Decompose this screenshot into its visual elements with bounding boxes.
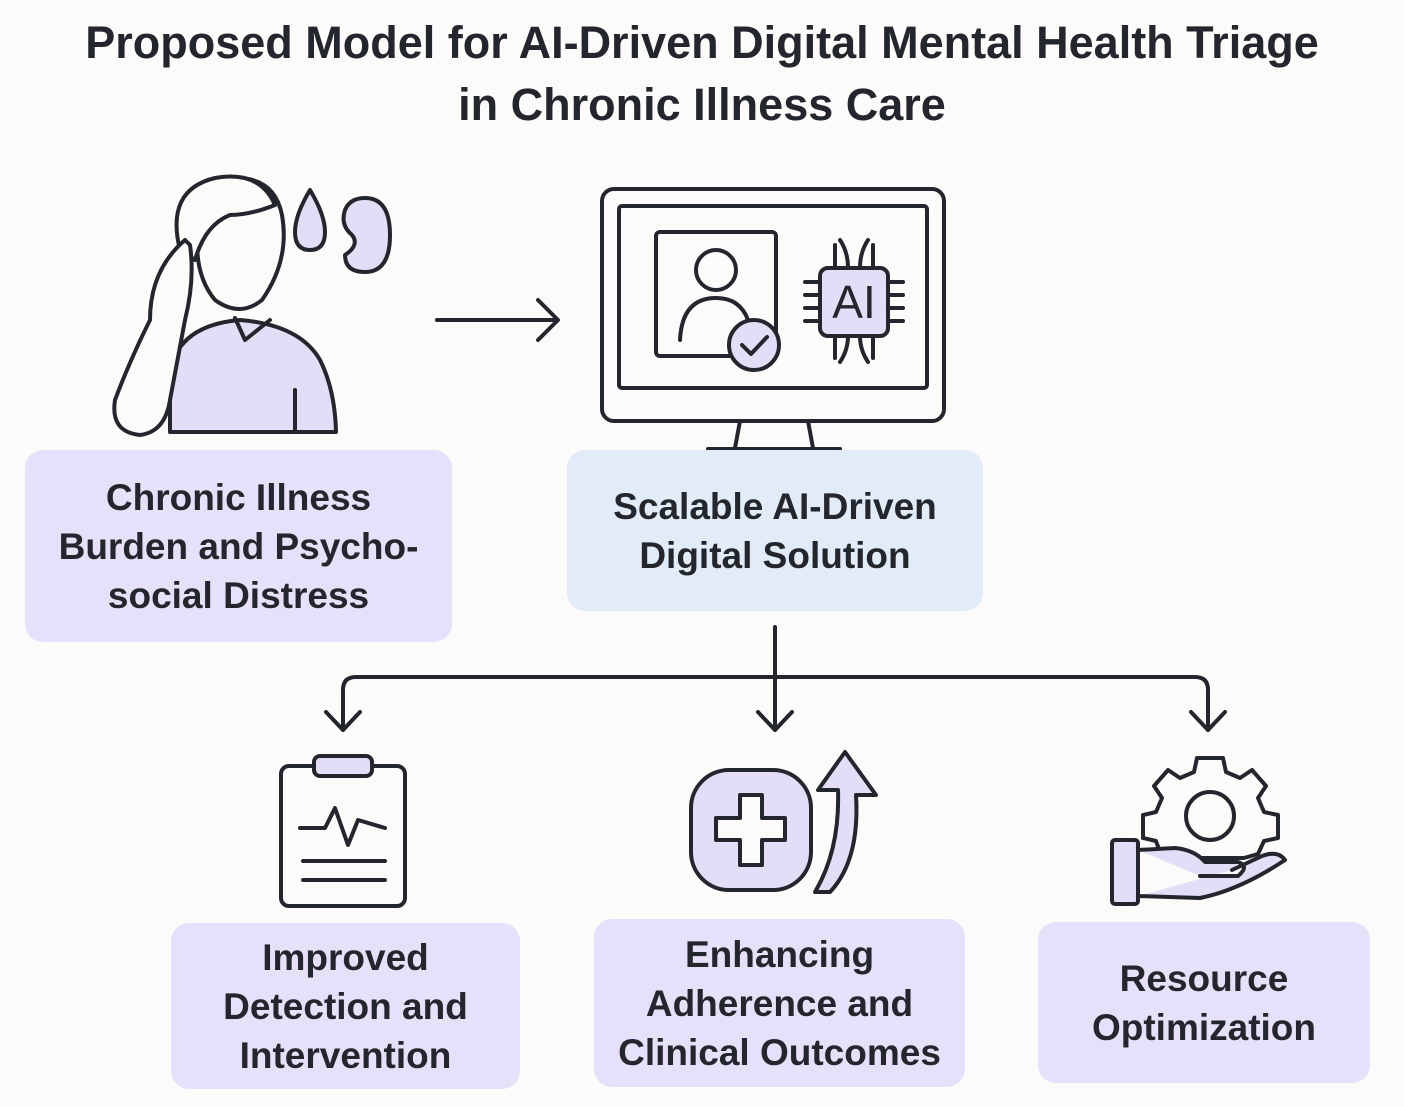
gear-hand-icon [1110,756,1287,906]
node-chronic-illness-burden: Chronic Illness Burden and Psycho- socia… [25,450,452,642]
ai-chip-label: AI [832,276,875,328]
ai-chip-icon: AI [803,238,905,364]
health-improvement-icon [689,750,878,894]
node-label: Scalable AI-Driven Digital Solution [613,485,937,576]
node-label: Enhancing Adherence and Clinical Outcome… [618,933,941,1073]
node-label: Chronic Illness Burden and Psycho- socia… [58,476,419,616]
node-label: Resource Optimization [1091,957,1317,1048]
arrow-right [435,298,560,342]
title-line-2: in Chronic Illness Care [458,79,946,130]
check-badge-icon [727,318,781,372]
node-resource-optimization: Resource Optimization [1038,922,1370,1083]
clipboard-heartbeat-icon [279,754,407,908]
node-ai-digital-solution: Scalable AI-Driven Digital Solution [567,450,983,611]
node-label: Improved Detection and Intervention [223,936,468,1076]
branch-connector [324,625,1227,732]
monitor-ai-icon: AI [600,187,946,451]
droplet-icon [293,188,327,252]
distressed-person-icon [112,174,392,437]
title-line-1: Proposed Model for AI-Driven Digital Men… [85,17,1319,68]
diagram-title: Proposed Model for AI-Driven Digital Men… [0,12,1404,136]
kidney-icon [341,196,392,274]
node-adherence-outcomes: Enhancing Adherence and Clinical Outcome… [594,919,965,1087]
node-improved-detection: Improved Detection and Intervention [171,923,520,1089]
